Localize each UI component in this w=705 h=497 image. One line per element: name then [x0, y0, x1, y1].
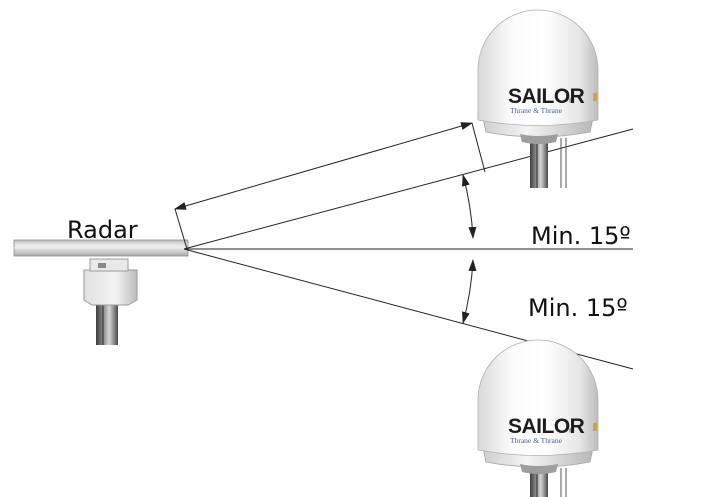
lower-terminal-dome: [477, 339, 599, 456]
radar-antenna-icon: [13, 239, 189, 345]
angle-label-lower: Min. 15º: [528, 294, 628, 322]
radar-mount: [83, 269, 138, 306]
upper-angle-arc: [462, 174, 477, 239]
upper-terminal-registered: ®: [569, 98, 574, 105]
lower-terminal-subtitle: Thrane & Thrane: [510, 436, 563, 445]
distance-dimension: [174, 122, 486, 250]
upper-terminal-brand: SAILOR: [508, 85, 585, 108]
lower-angle-arc: [462, 259, 477, 324]
angle-arcs: [462, 174, 477, 324]
satellite-dome-icon: [477, 339, 599, 497]
lower-terminal-brand: SAILOR: [508, 415, 585, 438]
radar-mast: [96, 300, 118, 345]
radar-label: Radar: [67, 216, 138, 244]
satellite-dome-icon: [477, 9, 599, 188]
upper-terminal-dome: [477, 9, 599, 126]
angle-label-upper: Min. 15º: [531, 222, 631, 250]
upper-terminal-subtitle: Thrane & Thrane: [510, 106, 563, 115]
distance-arrow: [174, 122, 473, 210]
lower-terminal-registered: ®: [569, 428, 574, 435]
